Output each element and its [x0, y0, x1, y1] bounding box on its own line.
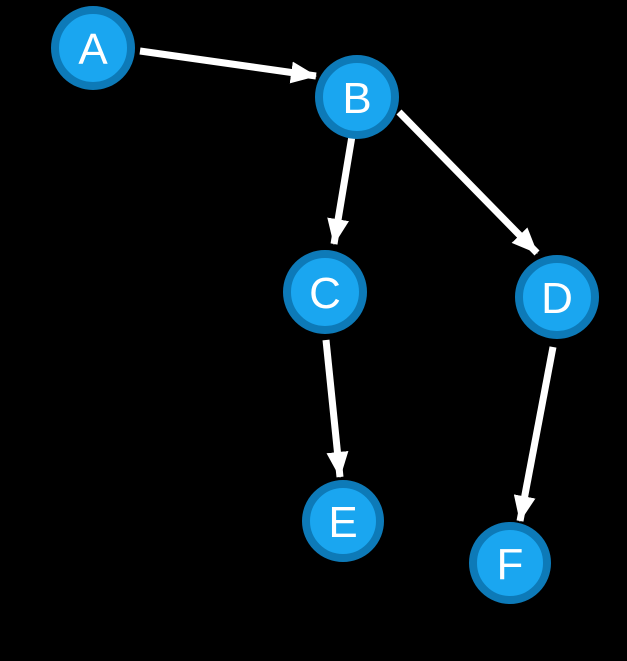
node-C[interactable]: C: [283, 250, 367, 334]
node-B[interactable]: B: [315, 55, 399, 139]
node-circle-F[interactable]: [469, 522, 551, 604]
node-D[interactable]: D: [515, 255, 599, 339]
edge-D-F: [513, 346, 557, 522]
node-circle-A[interactable]: [51, 6, 135, 90]
edge-A-B: [139, 47, 317, 84]
node-circle-E[interactable]: [302, 480, 384, 562]
edge-C-E: [322, 339, 349, 478]
node-circle-B[interactable]: [315, 55, 399, 139]
edge-B-C: [327, 135, 356, 245]
edge-B-D: [396, 109, 540, 256]
nodes-layer: A B C D E F: [51, 6, 599, 604]
node-circle-D[interactable]: [515, 255, 599, 339]
edges-layer: [139, 47, 557, 522]
node-F[interactable]: F: [469, 522, 551, 604]
node-E[interactable]: E: [302, 480, 384, 562]
node-circle-C[interactable]: [283, 250, 367, 334]
node-A[interactable]: A: [51, 6, 135, 90]
